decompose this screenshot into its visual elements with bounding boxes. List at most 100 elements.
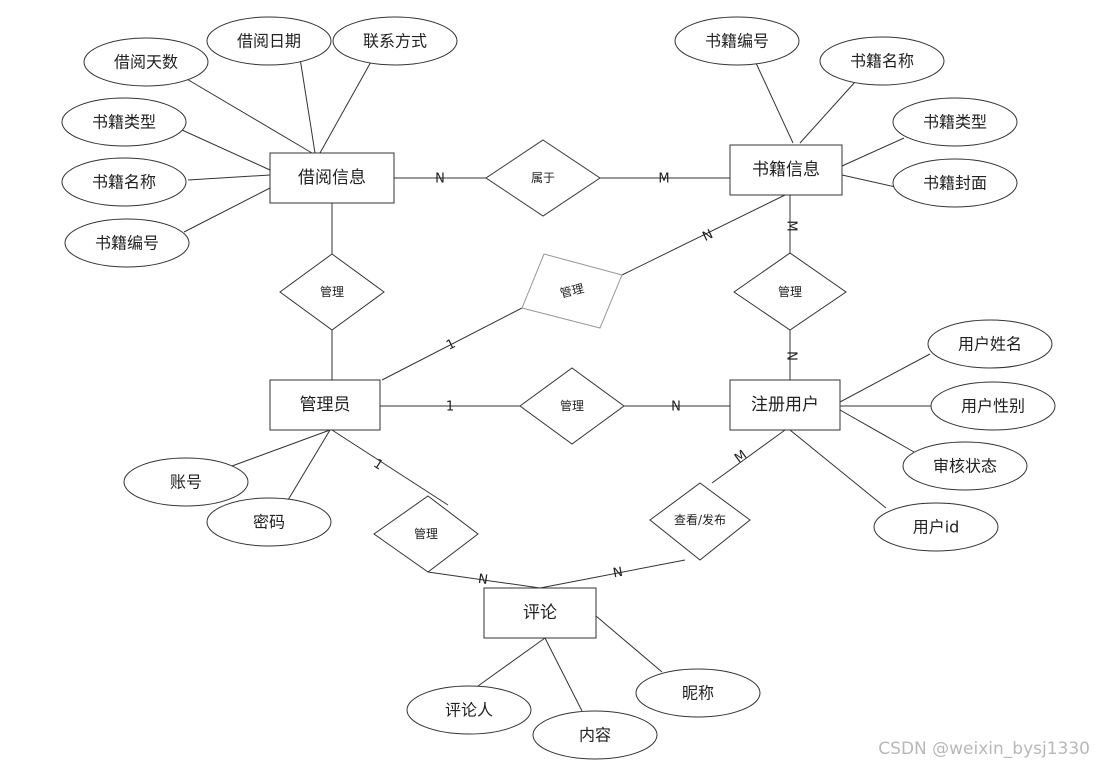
rel-manage-right-label: 管理	[778, 284, 802, 299]
attr-nickname: 昵称	[635, 668, 761, 718]
attr-commenter-label: 评论人	[445, 701, 493, 720]
attr-audit-status: 审核状态	[902, 441, 1028, 491]
line-book-no	[755, 62, 794, 144]
attr-book-cover-label: 书籍封面	[923, 174, 987, 193]
rel-manage-center-label: 管理	[558, 280, 585, 300]
rel-manage-right: 管理	[733, 252, 847, 331]
rel-manage-left: 管理	[279, 253, 385, 331]
cardinality-labels: N M N 1 M N 1 N 1 N M N	[370, 172, 798, 589]
entity-user: 注册用户	[729, 379, 841, 431]
card-admin-mid: 1	[446, 400, 454, 415]
entity-admin-label: 管理员	[300, 395, 351, 415]
attr-content: 内容	[532, 710, 658, 760]
attr-user-gender-label: 用户性别	[961, 397, 1025, 416]
attr-borrow-date-label: 借阅日期	[237, 32, 301, 51]
line-user-name	[839, 353, 931, 403]
card-bottom-comment: N	[477, 572, 489, 588]
line-manage-center-book	[621, 194, 786, 276]
card-admin-bottom: 1	[370, 456, 385, 473]
rel-view-publish-label: 查看/发布	[674, 512, 726, 527]
rel-manage-center: 管理	[521, 253, 623, 329]
rel-manage-mid: 管理	[519, 367, 625, 445]
attr-book-no-label: 书籍编号	[705, 32, 769, 51]
line-nickname	[595, 615, 663, 673]
attr-password-label: 密码	[253, 513, 285, 532]
line-manage-bottom-comment	[427, 571, 541, 589]
attr-audit-status-label: 审核状态	[933, 457, 997, 476]
attr-borrow-days: 借阅天数	[83, 37, 209, 87]
attr-book-name-label: 书籍名称	[850, 52, 914, 71]
attribute-ellipses: 借阅天数 借阅日期 联系方式 书籍类型 书籍名称 书籍编号 书籍编号 书籍名称	[61, 16, 1056, 760]
line-book-type	[841, 137, 905, 167]
attr-borrow-book-no-label: 书籍编号	[95, 234, 159, 253]
attr-content-label: 内容	[579, 726, 611, 745]
rel-belongs-label: 属于	[531, 171, 555, 185]
entity-admin: 管理员	[269, 379, 381, 431]
watermark: CSDN @weixin_bysj1330	[878, 739, 1090, 759]
card-view-comment: N	[612, 565, 624, 582]
rel-view-publish: 查看/发布	[649, 482, 751, 561]
attr-book-type-label: 书籍类型	[923, 113, 987, 132]
entity-boxes: 借阅信息 书籍信息 管理员 注册用户 评论	[269, 144, 843, 639]
line-commenter	[477, 637, 546, 687]
attr-book-cover: 书籍封面	[892, 158, 1018, 208]
line-view-comment	[539, 559, 686, 589]
relationship-diamonds: 属于 管理 管理 管理 管理 管理 查看/发布	[279, 139, 847, 573]
card-user-view: M	[732, 448, 750, 467]
attr-book-no: 书籍编号	[674, 16, 800, 66]
rel-manage-bottom: 管理	[373, 495, 479, 573]
rel-manage-mid-label: 管理	[560, 398, 584, 413]
line-book-name	[799, 81, 856, 144]
attr-borrow-book-name: 书籍名称	[61, 157, 187, 207]
card-borrow-belongs: N	[435, 172, 445, 187]
attr-user-name: 用户姓名	[927, 319, 1053, 369]
line-contact	[319, 59, 373, 154]
rel-manage-left-label: 管理	[320, 284, 344, 299]
card-mid-user: N	[671, 400, 681, 415]
line-borrow-book-no	[183, 187, 271, 233]
line-admin-manage-center	[381, 307, 523, 381]
attr-user-name-label: 用户姓名	[958, 335, 1022, 354]
line-borrow-book-name	[187, 174, 271, 181]
attr-borrow-date: 借阅日期	[206, 16, 332, 66]
attr-account: 账号	[123, 457, 249, 507]
line-borrow-book-type	[181, 129, 271, 171]
card-belongs-book: M	[658, 172, 669, 187]
attr-book-type: 书籍类型	[892, 97, 1018, 147]
attr-book-name: 书籍名称	[819, 36, 945, 86]
attr-commenter: 评论人	[406, 685, 532, 735]
line-audit-status	[839, 409, 915, 453]
line-book-cover	[841, 174, 901, 189]
line-borrow-date	[299, 57, 316, 154]
entity-user-label: 注册用户	[751, 395, 819, 415]
card-book-right: M	[784, 220, 799, 231]
attr-user-gender: 用户性别	[930, 381, 1056, 431]
line-user-view	[711, 429, 786, 484]
line-password	[287, 429, 331, 501]
entity-comment: 评论	[483, 587, 597, 639]
attr-borrow-days-label: 借阅天数	[114, 53, 178, 72]
line-content	[544, 637, 583, 712]
attr-contact-label: 联系方式	[363, 32, 427, 51]
attr-borrow-book-type-label: 书籍类型	[92, 113, 156, 132]
card-center-admin: 1	[444, 336, 458, 353]
line-user-id	[789, 429, 887, 509]
line-account	[231, 429, 331, 467]
attr-user-id-label: 用户id	[913, 518, 960, 537]
entity-book-info: 书籍信息	[729, 144, 843, 196]
attr-account-label: 账号	[170, 473, 202, 492]
attr-nickname-label: 昵称	[682, 684, 714, 703]
entity-borrow-info: 借阅信息	[269, 152, 395, 204]
line-admin-manage-bottom	[331, 429, 449, 506]
attr-contact: 联系方式	[332, 16, 458, 66]
attr-user-id: 用户id	[873, 502, 999, 552]
card-right-user: N	[784, 351, 799, 361]
attr-borrow-book-type: 书籍类型	[61, 97, 187, 147]
attr-borrow-book-no: 书籍编号	[64, 218, 190, 268]
attr-password: 密码	[206, 497, 332, 547]
entity-comment-label: 评论	[523, 603, 557, 623]
rel-belongs: 属于	[485, 139, 601, 217]
entity-book-info-label: 书籍信息	[752, 160, 820, 180]
